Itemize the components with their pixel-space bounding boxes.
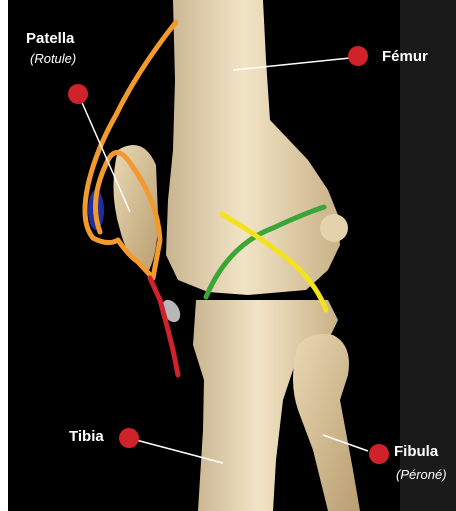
femur-label: Fémur — [382, 48, 428, 65]
femur-marker — [348, 46, 368, 66]
tibia-label: Tibia — [69, 428, 104, 445]
patella-label: Patella — [26, 30, 74, 47]
patella-alt-label: (Rotule) — [30, 51, 76, 66]
fibula-label: Fibula — [394, 443, 438, 460]
patella-marker — [68, 84, 88, 104]
side-panel — [400, 0, 456, 511]
fibula-alt-label: (Péroné) — [396, 467, 447, 482]
femur-bone — [166, 0, 340, 295]
tibia-marker — [119, 428, 139, 448]
red-line — [150, 278, 178, 375]
patella-bone — [113, 145, 158, 272]
femur-epicondyle — [320, 214, 348, 242]
fibula-bone — [293, 334, 360, 511]
knee-ct-figure: Patella (Rotule) Fémur Tibia Fibula (Pér… — [8, 0, 456, 511]
fibula-marker — [369, 444, 389, 464]
